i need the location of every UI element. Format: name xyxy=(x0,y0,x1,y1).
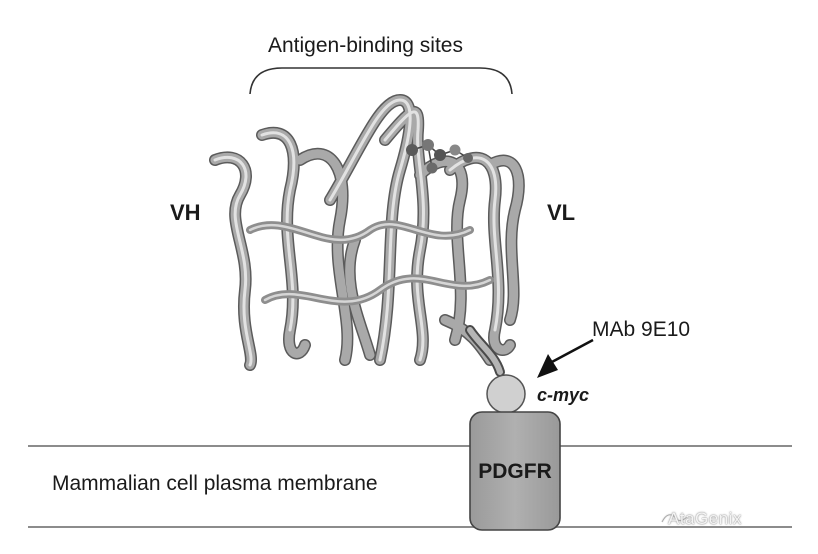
watermark-text: AtaGenix xyxy=(668,509,742,528)
watermark-logo-icon xyxy=(660,513,690,523)
vh-label: VH xyxy=(170,200,201,225)
pdgfr-box xyxy=(469,411,561,531)
antigen-binding-sites-label: Antigen-binding sites xyxy=(268,34,463,57)
mab-9e10-label: MAb 9E10 xyxy=(592,318,691,341)
c-myc-label: c-myc xyxy=(537,385,590,405)
vl-label: VL xyxy=(547,200,576,225)
c-myc-tag xyxy=(486,374,526,414)
mab-arrow-head xyxy=(537,354,558,378)
antigen-binding-bracket xyxy=(249,67,513,95)
plasma-membrane-label: Mammalian cell plasma membrane xyxy=(52,472,378,495)
mab-arrow-shaft xyxy=(549,338,594,365)
scfv-ribbon-structure xyxy=(209,94,525,377)
pdgfr-label: PDGFR xyxy=(478,460,552,483)
binding-site-molecule xyxy=(406,139,473,174)
